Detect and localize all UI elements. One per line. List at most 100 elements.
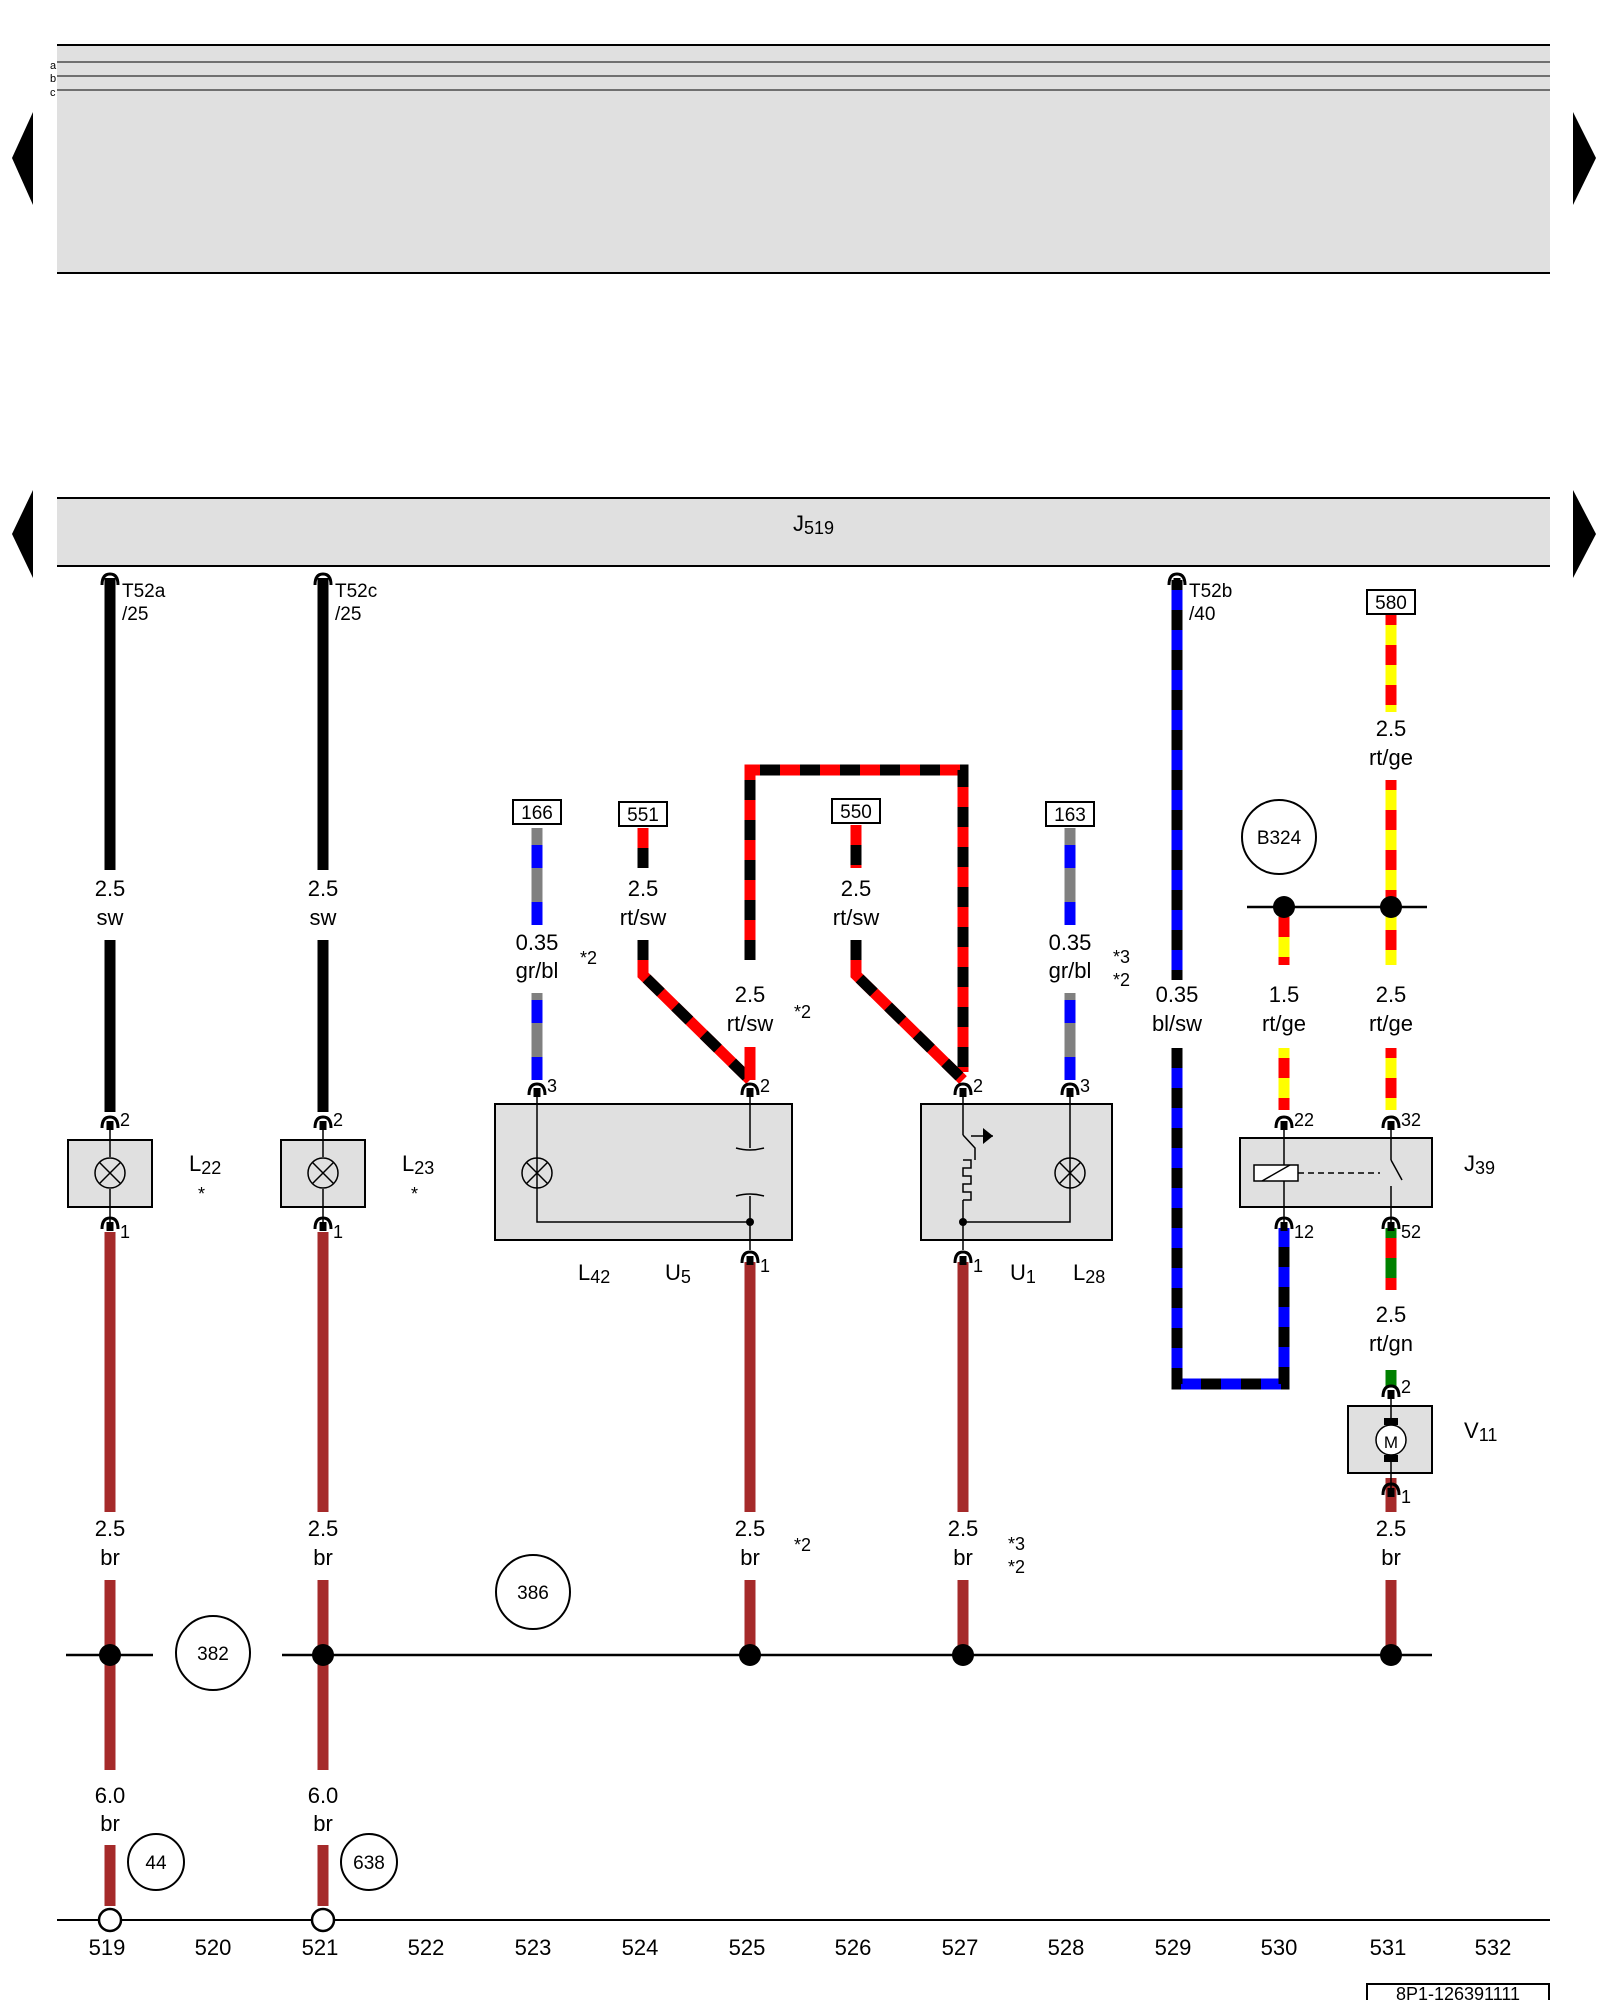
document-id: 8P1-126391111 xyxy=(1396,1984,1520,2000)
wire-color: br xyxy=(313,1811,333,1836)
wire-size: 6.0 xyxy=(95,1783,126,1808)
svg-text:44: 44 xyxy=(145,1853,167,1874)
pin-number: 1 xyxy=(760,1256,770,1276)
ref-box-580[interactable]: 580 xyxy=(1366,589,1416,615)
u1-l28-box[interactable] xyxy=(920,1092,1113,1250)
wire-color: rt/gn xyxy=(1369,1331,1413,1356)
socket-icon xyxy=(735,1147,765,1151)
track-number: 524 xyxy=(622,1935,659,1960)
wire-size: 2.5 xyxy=(735,1516,766,1541)
svg-text:B324: B324 xyxy=(1257,828,1302,849)
previous-page-arrow-icon[interactable] xyxy=(12,112,33,205)
connector-t52b-label: T52b xyxy=(1189,581,1232,602)
circle-382[interactable]: 382 xyxy=(175,1615,251,1691)
component-l22-label: L22 xyxy=(189,1151,221,1178)
pin-number: 1 xyxy=(120,1222,130,1242)
header-row-a: a xyxy=(50,60,57,72)
wire-size: 2.5 xyxy=(308,1516,339,1541)
component-v11-label: V11 xyxy=(1464,1418,1497,1445)
circle-44[interactable]: 44 xyxy=(127,1833,185,1891)
switch-icon xyxy=(962,1134,976,1160)
wire-size: 0.35 xyxy=(1156,982,1199,1007)
pin-number: 2 xyxy=(973,1076,983,1096)
ref-box-166[interactable]: 166 xyxy=(512,799,562,825)
wire-color: br xyxy=(740,1545,760,1570)
track-number: 531 xyxy=(1370,1935,1407,1960)
pin-number: 3 xyxy=(547,1076,557,1096)
pin-number: 12 xyxy=(1294,1222,1314,1242)
wire-size: 0.35 xyxy=(516,930,559,955)
next-section-arrow-icon[interactable] xyxy=(1573,490,1596,578)
motor-v11-box[interactable]: M xyxy=(1347,1394,1433,1488)
component-u5-label: U5 xyxy=(665,1260,691,1287)
wire-color: rt/sw xyxy=(833,905,880,930)
svg-text:166: 166 xyxy=(521,803,553,824)
wire-color: gr/bl xyxy=(1049,958,1092,983)
wire-color: sw xyxy=(310,905,337,930)
wire-color: br xyxy=(1381,1545,1401,1570)
relay-j39-box[interactable] xyxy=(1239,1125,1433,1222)
wire-color: rt/ge xyxy=(1369,1011,1413,1036)
ground-terminals xyxy=(97,1907,336,1933)
wire-size: 2.5 xyxy=(841,876,872,901)
wire-color: sw xyxy=(97,905,124,930)
pin-number: 22 xyxy=(1294,1110,1314,1130)
track-number: 532 xyxy=(1475,1935,1512,1960)
wire-size: 2.5 xyxy=(1376,1302,1407,1327)
junction-dots xyxy=(99,896,1402,1666)
footnote: *3 xyxy=(1113,947,1130,967)
footnote: *3 xyxy=(1008,1534,1025,1554)
wire-color: br xyxy=(313,1545,333,1570)
footnote: * xyxy=(198,1184,205,1204)
motor-label: M xyxy=(1384,1433,1398,1452)
wire-size: 2.5 xyxy=(1376,982,1407,1007)
wire-color: rt/sw xyxy=(620,905,667,930)
pin-number: 2 xyxy=(1401,1377,1411,1397)
track-numbers: 519 520 521 522 523 524 525 526 527 528 … xyxy=(89,1935,1512,1960)
wire-color: br xyxy=(100,1545,120,1570)
header-band: a b c xyxy=(50,44,1550,274)
wire-color: rt/ge xyxy=(1262,1011,1306,1036)
track-number: 523 xyxy=(515,1935,552,1960)
previous-section-arrow-icon[interactable] xyxy=(12,490,33,578)
wire-color: rt/sw xyxy=(727,1011,774,1036)
svg-text:551: 551 xyxy=(627,805,659,826)
ref-box-550[interactable]: 550 xyxy=(831,798,881,824)
wire-size: 0.35 xyxy=(1049,930,1092,955)
component-u1-label: U1 xyxy=(1010,1260,1036,1287)
pin-number: 2 xyxy=(333,1110,343,1130)
wire-color: rt/ge xyxy=(1369,745,1413,770)
track-number: 521 xyxy=(302,1935,339,1960)
track-number: 526 xyxy=(835,1935,872,1960)
pin-number: 2 xyxy=(120,1110,130,1130)
lamp-l23-box[interactable] xyxy=(280,1125,366,1222)
footnote: * xyxy=(411,1184,418,1204)
track-number: 527 xyxy=(942,1935,979,1960)
pin-number: 1 xyxy=(333,1222,343,1242)
ref-box-163[interactable]: 163 xyxy=(1045,801,1095,827)
track-number: 522 xyxy=(408,1935,445,1960)
wire-size: 2.5 xyxy=(1376,716,1407,741)
lamp-l22-box[interactable] xyxy=(67,1125,153,1222)
circle-638[interactable]: 638 xyxy=(340,1833,398,1891)
svg-text:163: 163 xyxy=(1054,805,1086,826)
circle-b324[interactable]: B324 xyxy=(1241,799,1317,875)
track-number: 530 xyxy=(1261,1935,1298,1960)
l42-u5-box[interactable] xyxy=(494,1092,793,1250)
heating-element-icon xyxy=(962,1159,972,1201)
pin-number: 52 xyxy=(1401,1222,1421,1242)
wire-size: 2.5 xyxy=(1376,1516,1407,1541)
wire-color: gr/bl xyxy=(516,958,559,983)
relay-switch-icon xyxy=(1390,1159,1403,1181)
footnote: *2 xyxy=(580,948,597,968)
ref-box-551[interactable]: 551 xyxy=(618,801,668,827)
svg-text:382: 382 xyxy=(197,1644,229,1665)
component-l42-label: L42 xyxy=(578,1260,610,1287)
footnote: *2 xyxy=(794,1002,811,1022)
connector-t52c-label: T52c xyxy=(335,581,377,602)
svg-text:386: 386 xyxy=(517,1583,549,1604)
next-page-arrow-icon[interactable] xyxy=(1573,112,1596,205)
track-number: 525 xyxy=(729,1935,766,1960)
pin-number: 32 xyxy=(1401,1110,1421,1130)
circle-386[interactable]: 386 xyxy=(495,1554,571,1630)
